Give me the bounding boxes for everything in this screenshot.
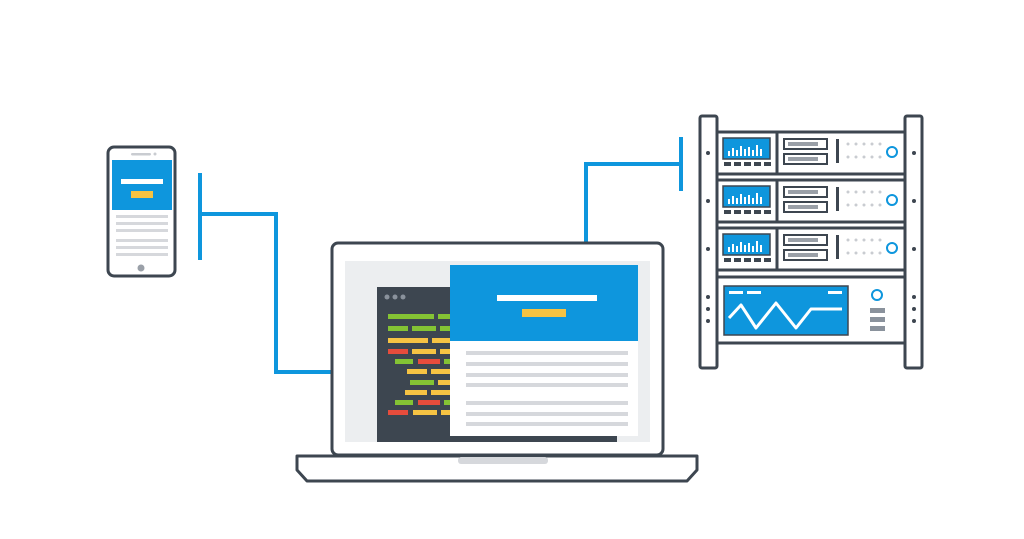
web-page-icon [450,265,638,436]
waveform-monitor-icon [715,275,907,345]
connector-phone-laptop [198,173,332,374]
code-lines [388,314,450,415]
connector-laptop-server [584,137,683,244]
server-unit-3 [715,226,907,272]
laptop-icon [295,241,699,483]
laptop-trackpad-notch [458,457,548,464]
phone-home-button [137,264,145,272]
server-unit-1 [715,130,907,176]
server-unit-2 [715,178,907,224]
smartphone-icon [106,145,177,278]
server-rack-icon [698,114,924,370]
